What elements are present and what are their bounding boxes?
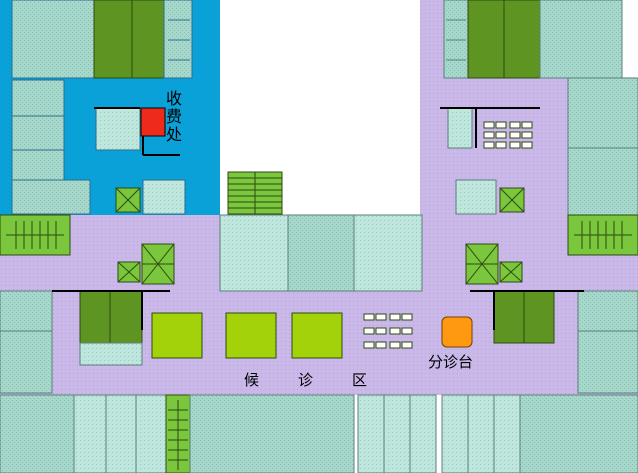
elevator-icon [465,243,523,285]
east-rooms [470,290,638,394]
cashier-window-icon [140,107,166,137]
south-rooms [0,394,638,473]
seating-cluster-icon [363,313,413,349]
triage-desk-label: 分诊台 [428,353,473,371]
svg-text:候: 候 [244,371,259,389]
svg-text:收: 收 [166,89,182,108]
svg-text:区: 区 [352,371,367,389]
elevator-icon [115,187,141,213]
svg-text:诊: 诊 [298,371,313,389]
stairs-icon [567,214,638,256]
svg-text:费: 费 [166,107,182,126]
stairs-icon [227,171,283,215]
elevator-icon [499,187,525,213]
triage-desk-icon [441,316,473,348]
west-rooms [0,290,170,394]
central-rooms [219,214,423,292]
svg-text:处: 处 [166,125,182,144]
seating-cluster-icon [483,121,533,149]
elevator-icon [117,243,175,285]
cashier-zone [0,0,220,215]
cashier-label: 收 费 处 [166,89,182,144]
waiting-seats [151,312,343,359]
stairs-icon [0,214,71,256]
stairs-icon [168,400,188,470]
north-east-wing [440,0,638,216]
waiting-area-label: 候 诊 区 [244,371,367,389]
